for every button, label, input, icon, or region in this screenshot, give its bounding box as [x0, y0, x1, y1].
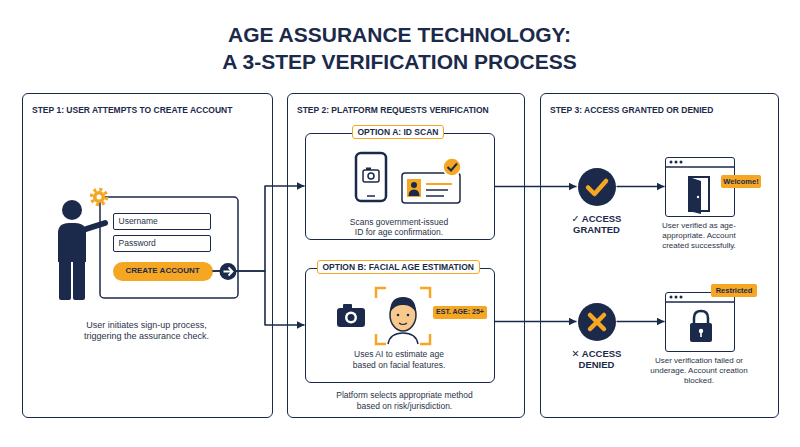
window-dot — [670, 296, 673, 299]
step-heading: STEP 3: ACCESS GRANTED OR DENIED — [550, 105, 773, 116]
status-circle — [578, 168, 616, 206]
face-hair — [390, 297, 416, 312]
status-badge: Restricted — [711, 284, 757, 297]
id-card-icon — [402, 173, 460, 203]
submit-arrow-glyph — [224, 268, 233, 276]
flow-arrow — [495, 186, 577, 188]
camera-lens-ring — [345, 312, 357, 324]
lock-shackle — [694, 311, 708, 324]
result-label: ✓ ACCESS GRANTED — [561, 213, 633, 237]
verified-check — [448, 164, 458, 171]
badge-label: Welcome! — [721, 177, 761, 186]
create-account-button: CREATE ACCOUNT — [113, 262, 213, 281]
step-panel: UsernamePasswordCREATE ACCOUNT STEP 1: US… — [22, 93, 273, 418]
result-circle: ✕ ACCESS DENIED — [577, 302, 617, 342]
person-leg — [73, 258, 85, 300]
option-description: Uses AI to estimate age based on facial … — [347, 349, 451, 370]
phone-icon — [356, 153, 386, 201]
flow-arrow — [495, 321, 577, 323]
result-circle: ✓ ACCESS GRANTED — [577, 167, 617, 207]
camera-top — [343, 304, 352, 309]
step-heading: STEP 1: USER ATTEMPTS TO CREATE ACCOUNT — [32, 105, 267, 116]
option-description: Scans government-issued ID for age confi… — [347, 217, 451, 238]
door-open — [689, 177, 701, 214]
diagram-title: AGE ASSURANCE TECHNOLOGY: A 3-STEP VERIF… — [219, 21, 580, 75]
person-leg — [59, 258, 71, 300]
id-text-line — [426, 189, 448, 191]
option-tag: OPTION B: FACIAL AGE ESTIMATION — [317, 260, 480, 275]
flow-arrow — [213, 271, 305, 325]
form-window — [100, 197, 238, 298]
camera-bump — [366, 168, 371, 171]
face-eye — [397, 314, 400, 317]
circle-outline — [577, 167, 617, 207]
person-arm — [83, 223, 105, 230]
window-titlebar — [665, 166, 735, 168]
method-note: Platform selects appropriate method base… — [330, 390, 480, 411]
circle-outline — [577, 302, 617, 342]
id-photo-head — [411, 182, 417, 188]
option-tag: OPTION A: ID SCAN — [352, 125, 445, 140]
result-window: RestrictedUser verification failed or un… — [665, 292, 735, 352]
status-badge: Welcome! — [721, 175, 761, 188]
scan-frame — [376, 288, 430, 344]
option-box: EST. AGE: 25+OPTION B: FACIAL AGE ESTIMA… — [305, 268, 495, 383]
id-text-line — [426, 183, 452, 185]
step-panel: ✓ ACCESS GRANTEDWelcome!User verified as… — [540, 93, 779, 418]
gear-teeth — [92, 190, 107, 205]
check-icon — [588, 181, 606, 194]
window-dot — [675, 161, 678, 164]
window-dot — [675, 296, 678, 299]
camera-glyph — [363, 170, 379, 182]
person-head — [62, 200, 82, 220]
status-circle — [578, 303, 616, 341]
button-label: CREATE ACCOUNT — [113, 266, 213, 276]
flow-arrow — [617, 321, 665, 323]
window-dot — [680, 296, 683, 299]
result-label: ✕ ACCESS DENIED — [561, 348, 633, 372]
submit-arrow-icon — [220, 263, 237, 280]
input-field: Password — [113, 235, 211, 252]
input-field: Username — [113, 213, 211, 230]
field-label: Username — [119, 216, 205, 227]
camera-lens — [348, 314, 355, 321]
flow-arrow — [213, 186, 305, 271]
step-description: User initiates sign-up process, triggeri… — [77, 320, 217, 343]
camera-lens — [368, 173, 374, 179]
option-box: OPTION A: ID SCANScans government-issued… — [305, 133, 495, 240]
field-label: Password — [119, 238, 205, 249]
id-text-line — [426, 195, 444, 197]
lock-body — [690, 323, 712, 342]
door-knob — [697, 196, 699, 198]
age-estimate-badge: EST. AGE: 25+ — [433, 306, 487, 319]
result-description: User verification failed or underage. Ac… — [649, 356, 749, 386]
window-titlebar — [665, 301, 735, 303]
face-mouth — [399, 323, 407, 325]
step-panel: OPTION A: ID SCAN Scans government-issued… — [287, 93, 525, 418]
id-photo-body — [409, 190, 420, 197]
window-dot — [680, 161, 683, 164]
cross-icon — [590, 315, 604, 329]
window-dot — [670, 161, 673, 164]
badge-label: Restricted — [711, 286, 757, 295]
step-heading: STEP 2: PLATFORM REQUESTS VERIFICATION — [297, 105, 519, 116]
flow-arrow — [617, 186, 665, 188]
lock-keyhole — [700, 332, 702, 337]
result-window: Welcome!User verified as age-appropriate… — [665, 157, 735, 217]
id-photo — [407, 179, 421, 197]
gear-hole — [97, 195, 102, 200]
result-description: User verified as age-appropriate. Accoun… — [649, 221, 749, 251]
face-eye — [407, 314, 410, 317]
phone-home-bar — [367, 195, 375, 197]
verified-badge — [443, 158, 461, 176]
camera-icon — [337, 308, 365, 327]
gear-body — [93, 191, 105, 203]
face-shoulders — [388, 333, 418, 344]
badge-label: EST. AGE: 25+ — [433, 308, 487, 317]
